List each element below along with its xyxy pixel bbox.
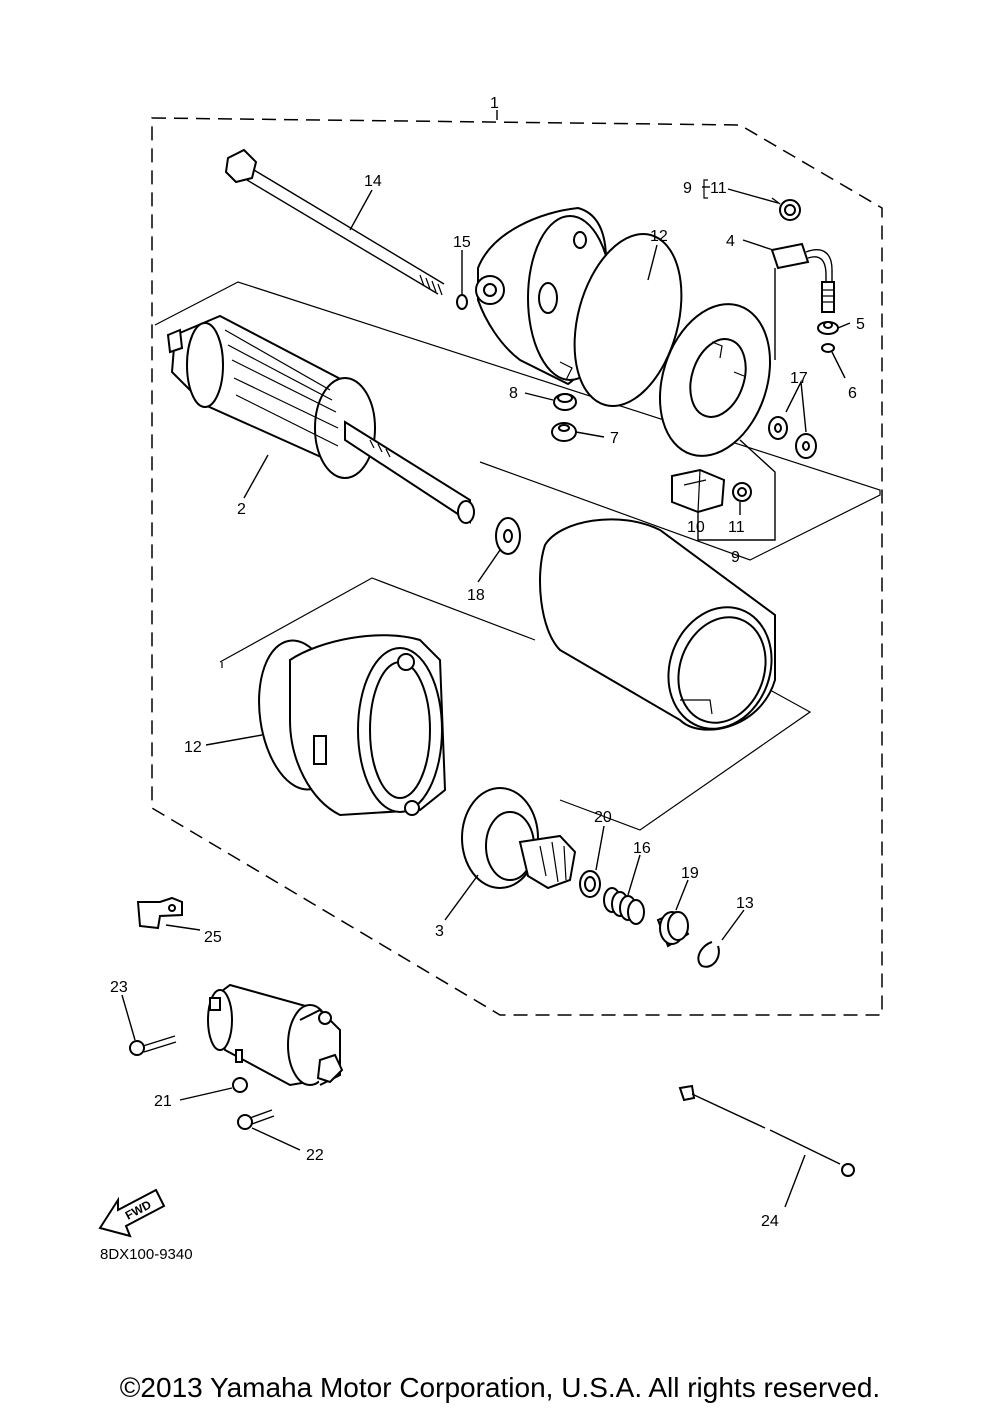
terminal-nut — [817, 321, 839, 335]
copyright-notice: ©2013 Yamaha Motor Corporation, U.S.A. A… — [119, 1372, 881, 1403]
callout-22: 22 — [306, 1147, 324, 1164]
group-bracket — [703, 179, 708, 199]
bolt-22 — [237, 1109, 275, 1130]
starter-clutch — [461, 787, 577, 890]
callout-13: 13 — [736, 895, 754, 912]
callout-5: 5 — [856, 316, 865, 333]
brush-plate — [658, 303, 772, 457]
callout-16: 16 — [633, 840, 651, 857]
cover-o-ring-upper — [573, 233, 683, 407]
washers — [768, 416, 817, 459]
callout-12-lower: 12 — [184, 739, 202, 756]
nut-21 — [232, 1077, 248, 1093]
plane-upper — [154, 281, 881, 561]
armature-washer — [495, 517, 521, 555]
callout-23: 23 — [110, 979, 128, 996]
through-bolt — [224, 148, 445, 296]
bolt-23 — [129, 1035, 177, 1056]
front-cover — [289, 634, 447, 817]
callout-7: 7 — [610, 430, 619, 447]
callout-9-top: 9 — [683, 180, 692, 197]
callout-18: 18 — [467, 587, 485, 604]
drawing-code: 8DX100-9340 — [100, 1246, 193, 1263]
starter-motor-assembled — [207, 983, 344, 1087]
stopper-collar — [656, 910, 690, 948]
plane-lower — [219, 577, 812, 831]
bracket — [136, 896, 183, 930]
callout-8: 8 — [509, 385, 518, 402]
lead-wire — [678, 1084, 855, 1177]
brush-holder — [671, 468, 726, 514]
callout-21: 21 — [154, 1093, 172, 1110]
callout-3: 3 — [435, 923, 444, 940]
callout-11-bottom: 11 — [728, 519, 745, 536]
nut-8 — [553, 393, 577, 411]
callout-6: 6 — [848, 385, 857, 402]
brush-spring-bottom — [732, 482, 752, 502]
callout-17: 17 — [790, 370, 808, 387]
pinion-spring — [603, 887, 645, 925]
callout-14: 14 — [364, 173, 382, 190]
callout-15: 15 — [453, 234, 471, 251]
callout-24: 24 — [761, 1213, 779, 1230]
callout-25: 25 — [204, 929, 222, 946]
leader-lines — [121, 110, 851, 1208]
callout-20: 20 — [594, 809, 612, 826]
nut-7 — [551, 422, 577, 442]
fwd-arrow-icon: FWD — [98, 1188, 166, 1238]
armature — [166, 314, 475, 524]
brush-with-lead — [770, 242, 835, 313]
callout-9-bottom: 9 — [731, 549, 740, 566]
small-o-ring — [456, 294, 468, 310]
yoke — [539, 518, 776, 731]
circlip — [697, 941, 720, 968]
callout-12-upper: 12 — [650, 228, 668, 245]
callout-11-top: 11 — [710, 180, 727, 197]
callout-19: 19 — [681, 865, 699, 882]
callout-labels: 1 14 15 12 9 11 4 5 6 17 8 7 2 18 10 11 … — [110, 95, 865, 1230]
brush-spring-top — [771, 197, 801, 221]
callout-1: 1 — [490, 95, 499, 112]
callout-4: 4 — [726, 233, 735, 250]
terminal-o-ring — [821, 343, 835, 353]
collar-20 — [579, 870, 601, 898]
callout-2: 2 — [237, 501, 246, 518]
callout-10: 10 — [687, 519, 705, 536]
